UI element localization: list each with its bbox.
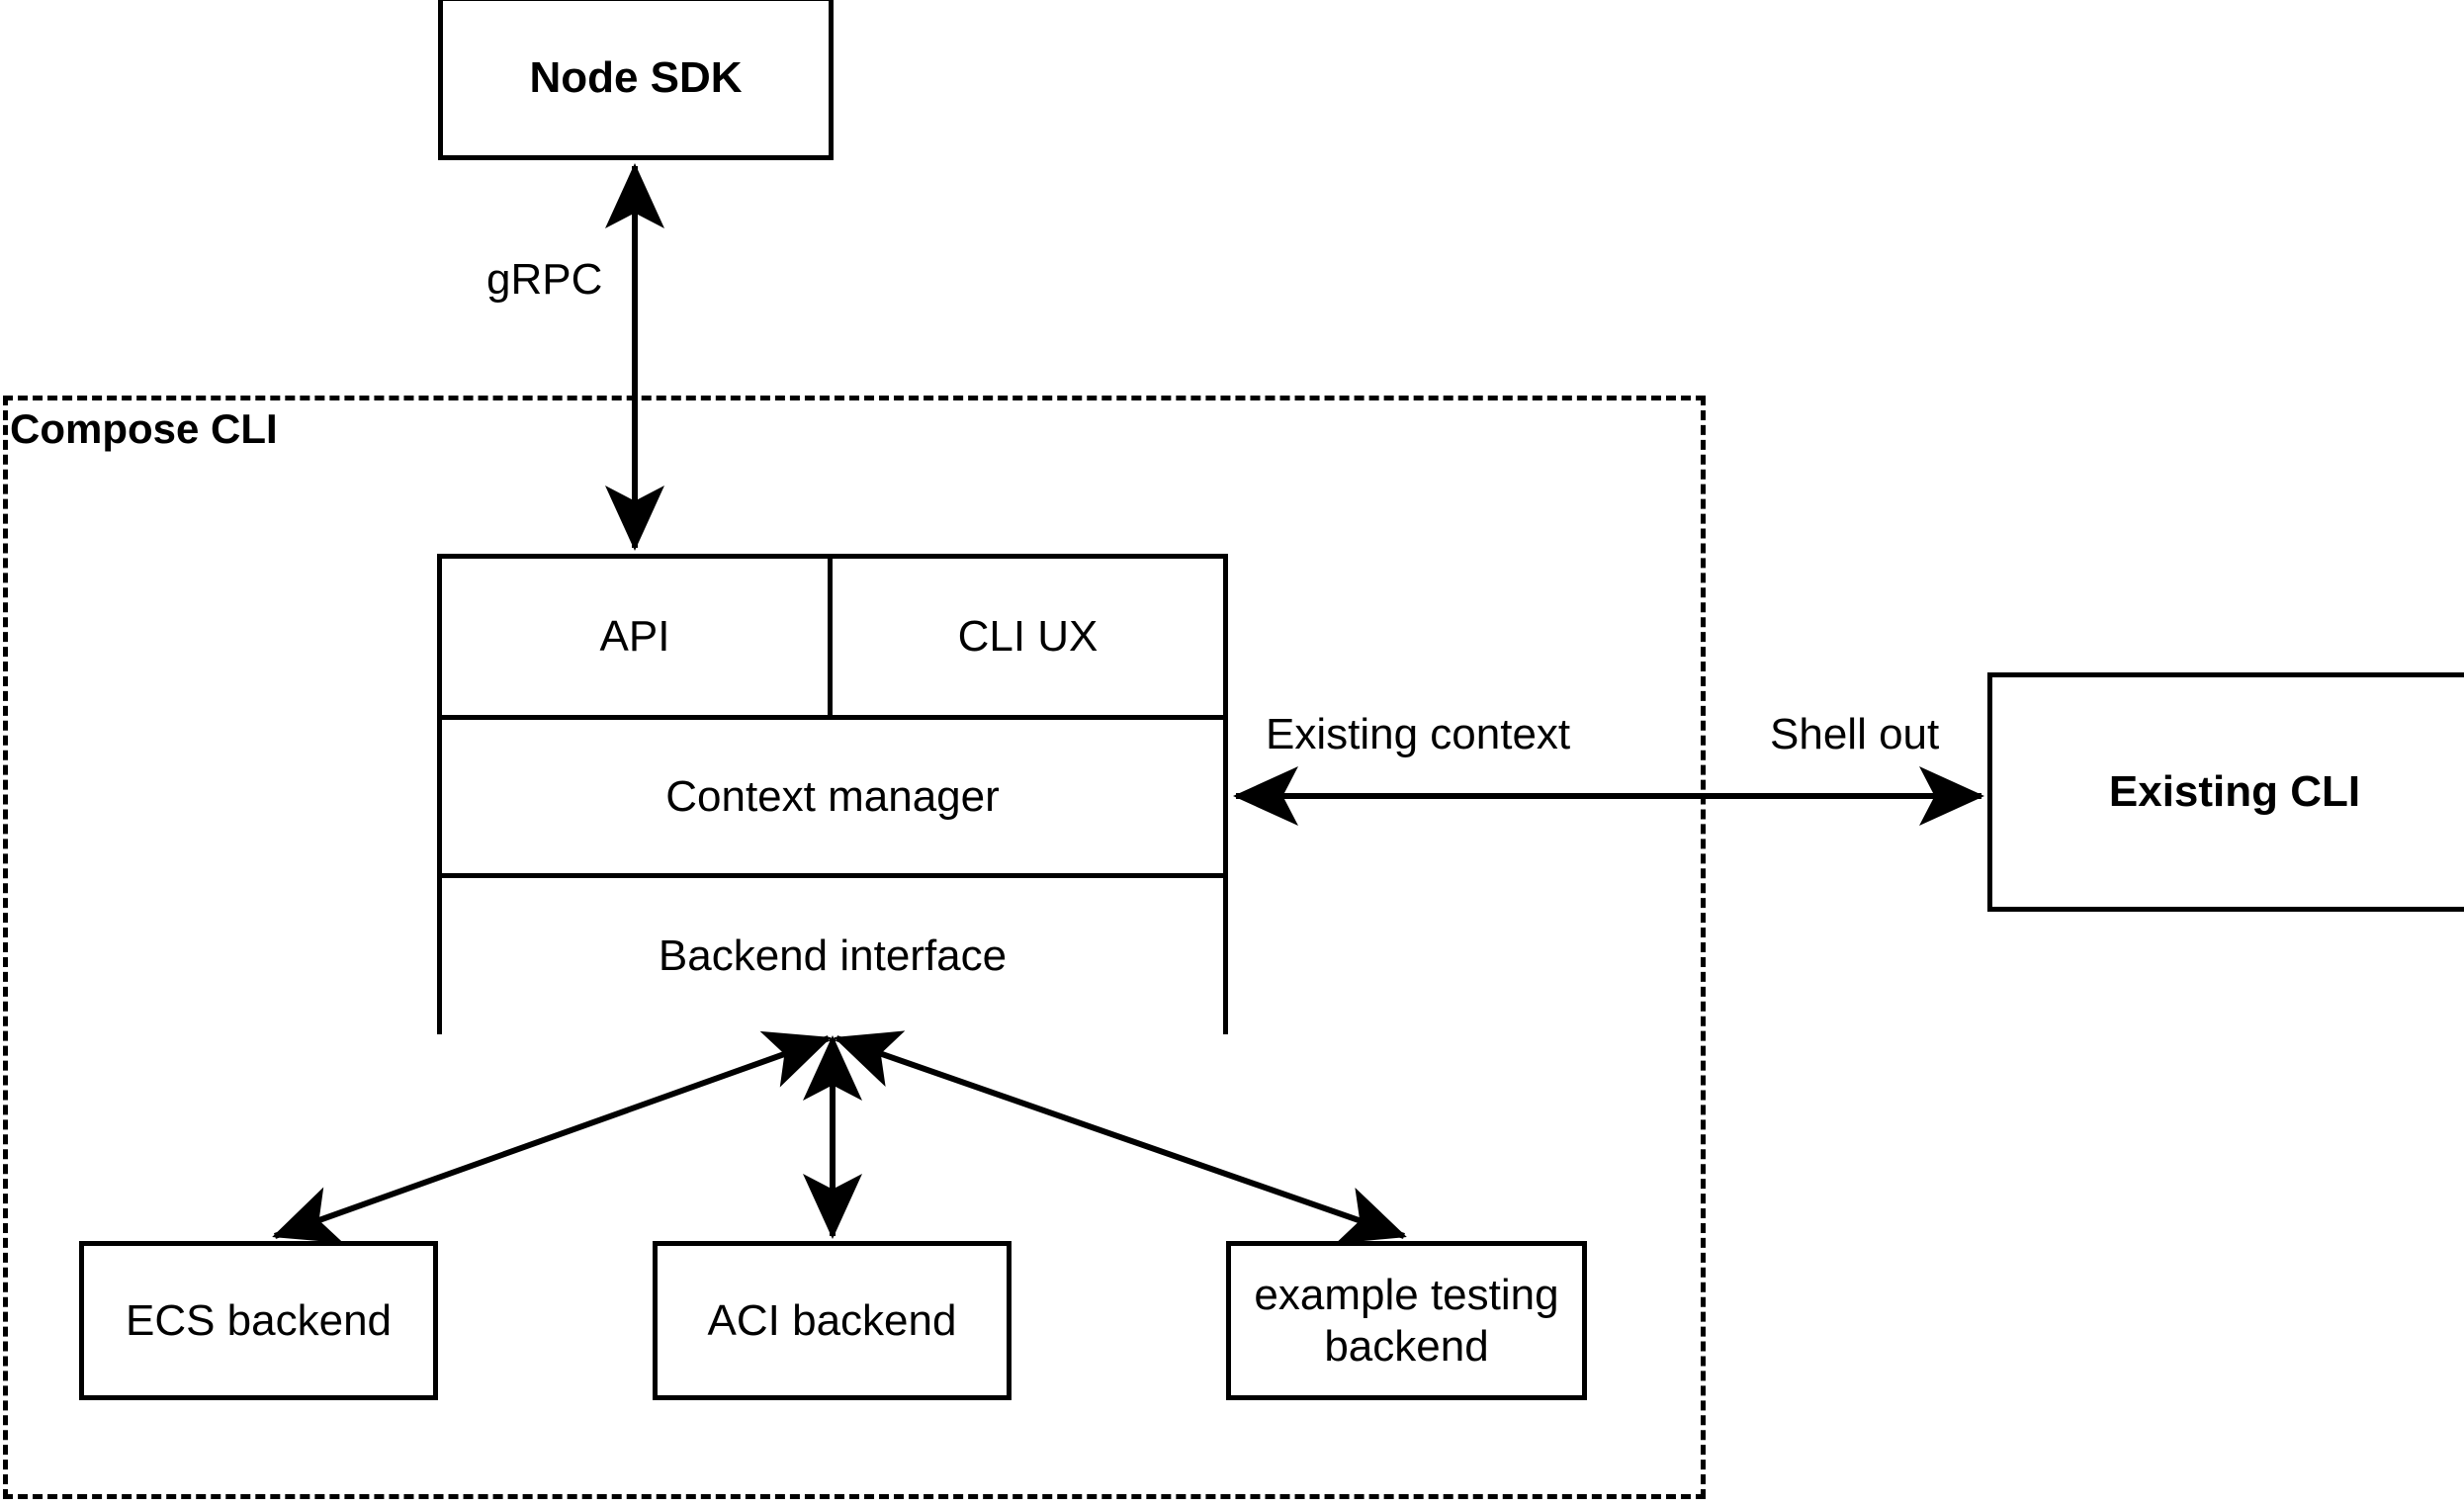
node-sdk-label: Node SDK <box>529 53 743 103</box>
grpc-edge-label: gRPC <box>486 255 603 304</box>
example-testing-backend-label: example testing backend <box>1254 1270 1559 1371</box>
ecs-backend-label: ECS backend <box>125 1295 393 1345</box>
cli-ux-cell[interactable]: CLI UX <box>833 559 1223 715</box>
existing-cli-label: Existing CLI <box>2108 767 2361 817</box>
context-manager-cell[interactable]: Context manager <box>442 720 1223 878</box>
aci-backend-label: ACI backend <box>707 1295 957 1345</box>
existing-context-edge-label: Existing context <box>1266 710 1571 758</box>
compose-cli-group-label: Compose CLI <box>10 405 278 452</box>
compose-cli-component-stack: API CLI UX Context manager Backend inter… <box>437 554 1228 1034</box>
api-cell[interactable]: API <box>442 559 833 715</box>
example-testing-backend-box[interactable]: example testing backend <box>1226 1241 1587 1400</box>
node-sdk-box[interactable]: Node SDK <box>438 0 834 160</box>
api-cliux-row: API CLI UX <box>442 559 1223 720</box>
backend-interface-label: Backend interface <box>658 931 1008 980</box>
api-label: API <box>599 612 670 661</box>
shell-out-edge-label: Shell out <box>1770 710 1940 758</box>
backend-interface-cell[interactable]: Backend interface <box>442 878 1223 1034</box>
cli-ux-label: CLI UX <box>957 612 1099 661</box>
ecs-backend-box[interactable]: ECS backend <box>79 1241 438 1400</box>
compose-cli-group-boundary <box>3 396 1706 1499</box>
existing-cli-box[interactable]: Existing CLI <box>1987 672 2464 912</box>
aci-backend-box[interactable]: ACI backend <box>653 1241 1012 1400</box>
context-manager-label: Context manager <box>665 771 1000 821</box>
